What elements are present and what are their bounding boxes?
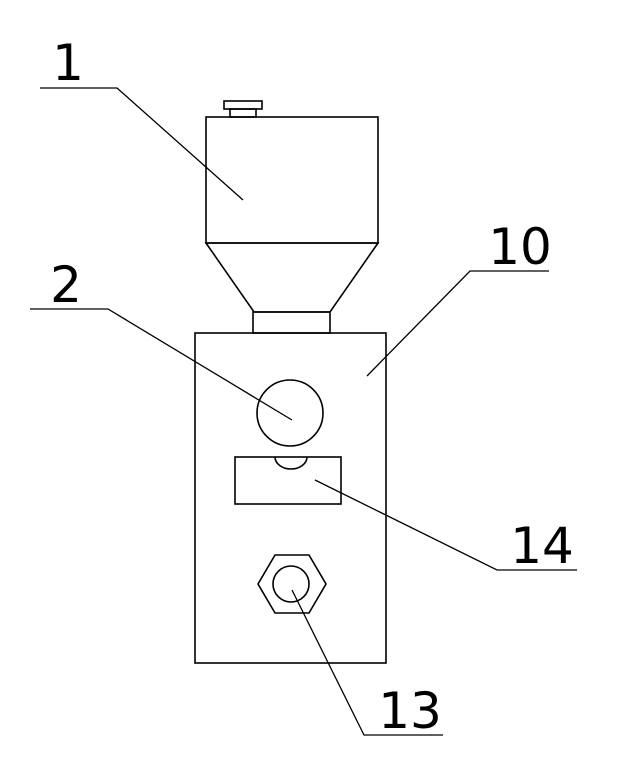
hopper-cap-neck [229,108,257,118]
housing-body [194,332,387,664]
callout-label-14: 14 [510,517,574,575]
leader-1 [40,87,244,201]
callout-label-13: 13 [378,682,442,740]
hopper [204,100,380,334]
callout-label-10: 10 [488,218,552,276]
round-component [256,379,324,447]
nut-bore [272,565,310,603]
slot-notch [274,456,308,470]
leader-lines [30,87,577,736]
hex-nut [257,554,327,614]
leader-13 [291,589,443,736]
leader-10 [366,270,549,377]
slot-block [234,456,342,505]
leader-2 [30,308,293,421]
hopper-cap [223,100,263,110]
main-housing [194,332,387,664]
hopper-body [205,116,379,244]
callout-labels: 1 2 10 14 13 [50,34,574,740]
hopper-funnel [204,242,380,313]
callout-label-2: 2 [50,256,82,314]
leader-14 [314,479,577,571]
callout-label-1: 1 [52,34,84,92]
hopper-outlet [252,311,331,334]
